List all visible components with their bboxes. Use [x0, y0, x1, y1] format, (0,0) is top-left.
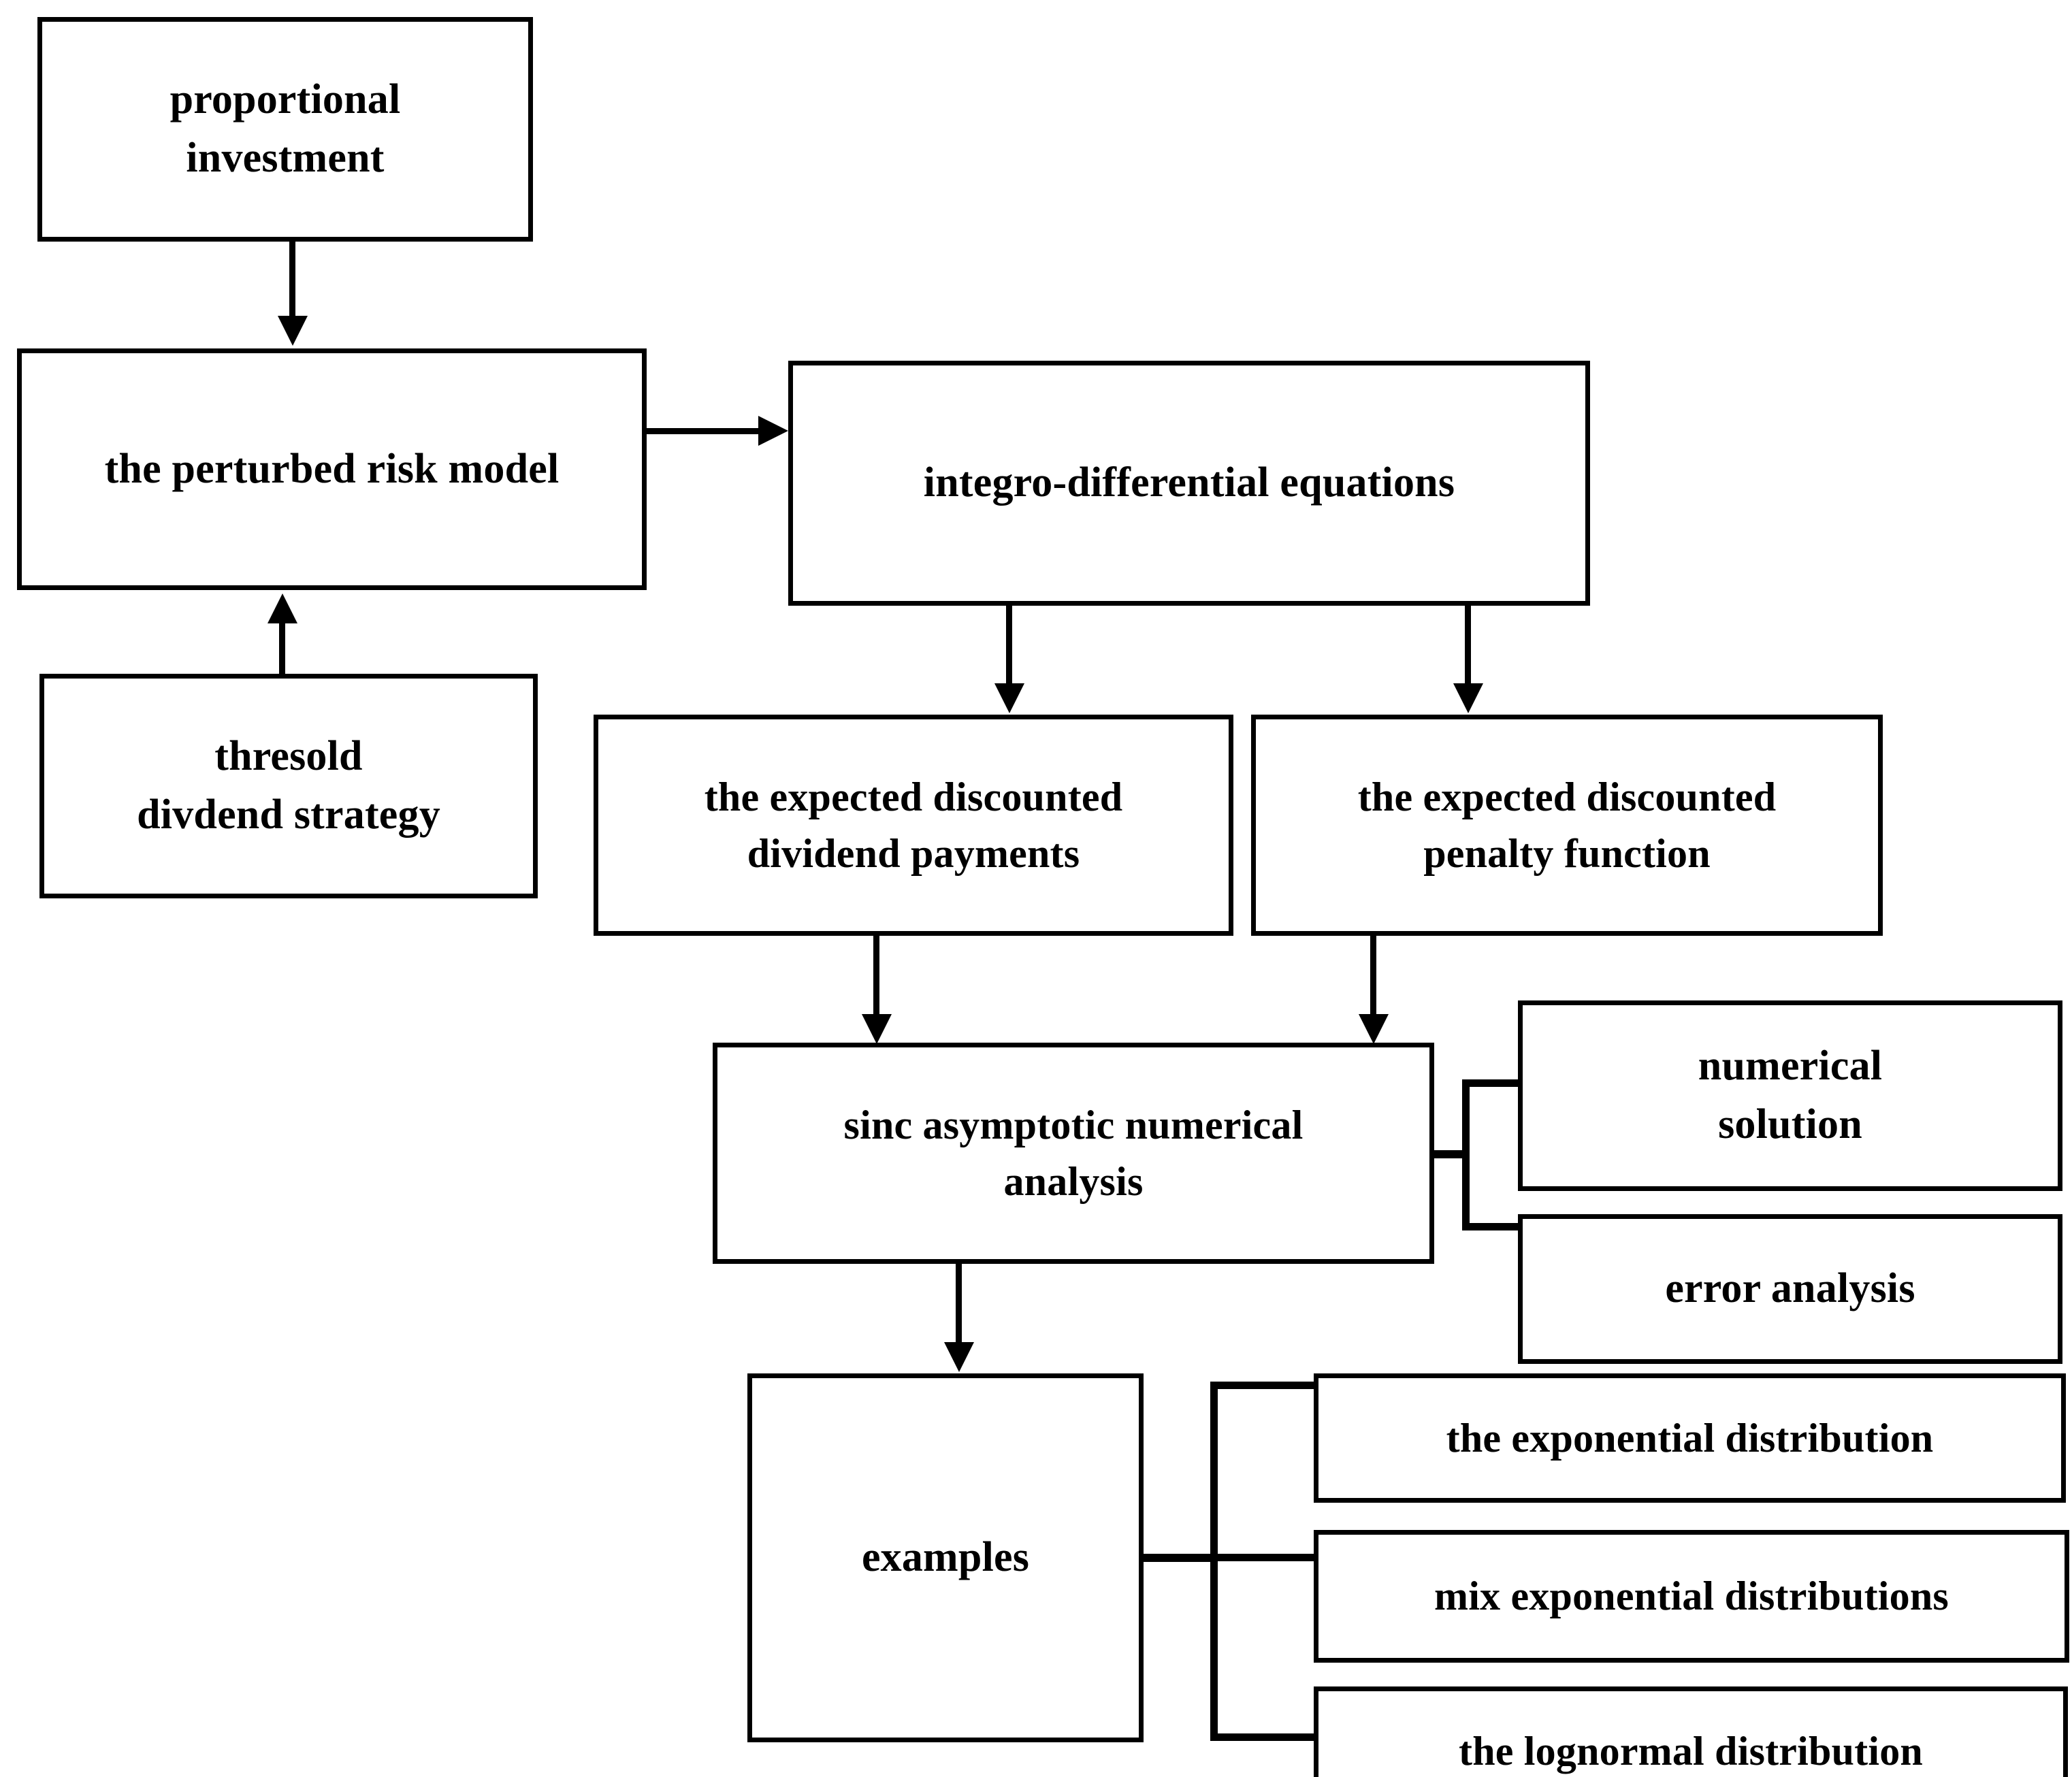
connector-examples-bracket-spine: [1210, 1382, 1218, 1741]
arrowhead-investment-to-model: [278, 316, 308, 346]
node-label: the perturbed risk model: [104, 445, 560, 492]
node-error-analysis[interactable]: error analysis: [1518, 1214, 2062, 1364]
connector-examples-bracket-to-exponential: [1210, 1382, 1318, 1389]
node-label: the expected discounted dividend payment…: [704, 774, 1123, 876]
node-mix-exponential-distributions[interactable]: mix exponential distributions: [1314, 1530, 2069, 1663]
node-label: the lognormal distribution: [1459, 1728, 1923, 1774]
connector-sinc-bracket-to-error-analysis: [1462, 1223, 1522, 1230]
node-label: sinc asymptotic numerical analysis: [843, 1102, 1304, 1204]
node-the-exponential-distribution[interactable]: the exponential distribution: [1314, 1373, 2066, 1503]
node-the-lognormal-distribution[interactable]: the lognormal distribution: [1314, 1686, 2068, 1777]
node-examples[interactable]: examples: [747, 1373, 1144, 1742]
connector-equations-to-penalty-line: [1465, 606, 1471, 686]
arrowhead-model-to-equations: [758, 416, 788, 446]
node-label: proportional investment: [169, 76, 401, 181]
connector-examples-bracket-to-lognormal: [1210, 1733, 1318, 1741]
connector-model-to-equations-line: [647, 428, 766, 434]
node-perturbed-risk-model[interactable]: the perturbed risk model: [17, 348, 647, 590]
connector-examples-bracket-stub: [1144, 1554, 1215, 1562]
arrowhead-equations-to-penalty: [1453, 683, 1483, 713]
arrowhead-equations-to-dividend: [994, 683, 1024, 713]
node-label: the expected discounted penalty function: [1357, 774, 1777, 876]
node-label: thresold divdend strategy: [137, 733, 440, 838]
node-thresold-divdend-strategy[interactable]: thresold divdend strategy: [39, 674, 538, 898]
node-label: mix exponential distributions: [1434, 1574, 1949, 1619]
node-label: error analysis: [1665, 1265, 1915, 1312]
node-numerical-solution[interactable]: numerical solution: [1518, 1000, 2062, 1191]
connector-dividend-to-sinc-line: [873, 936, 879, 1016]
connector-equations-to-dividend-line: [1006, 606, 1012, 686]
node-label: the exponential distribution: [1446, 1415, 1934, 1461]
arrowhead-strategy-to-model: [268, 593, 297, 623]
connector-penalty-to-sinc-line: [1370, 936, 1376, 1016]
node-expected-discounted-penalty-function[interactable]: the expected discounted penalty function: [1251, 715, 1883, 936]
arrowhead-sinc-to-examples: [944, 1342, 974, 1372]
connector-sinc-to-examples-line: [956, 1264, 962, 1344]
arrowhead-dividend-to-sinc: [862, 1014, 892, 1044]
node-label: integro-differential equations: [923, 459, 1455, 506]
node-integro-differential-equations[interactable]: integro-differential equations: [788, 361, 1590, 606]
connector-sinc-bracket-to-numerical-solution: [1462, 1079, 1522, 1087]
connector-examples-bracket-to-mix-exponential: [1210, 1554, 1318, 1561]
node-label: examples: [861, 1534, 1030, 1581]
node-expected-discounted-dividend-payments[interactable]: the expected discounted dividend payment…: [594, 715, 1233, 936]
node-label: numerical solution: [1698, 1043, 1883, 1147]
connector-sinc-bracket-stub: [1434, 1150, 1470, 1158]
connector-investment-to-model-line: [289, 242, 295, 320]
node-proportional-investment[interactable]: proportional investment: [37, 17, 533, 242]
connector-sinc-bracket-spine: [1462, 1079, 1470, 1230]
connector-strategy-to-model-line: [279, 623, 285, 676]
arrowhead-penalty-to-sinc: [1359, 1014, 1389, 1044]
node-sinc-asymptotic-numerical-analysis[interactable]: sinc asymptotic numerical analysis: [713, 1043, 1434, 1264]
